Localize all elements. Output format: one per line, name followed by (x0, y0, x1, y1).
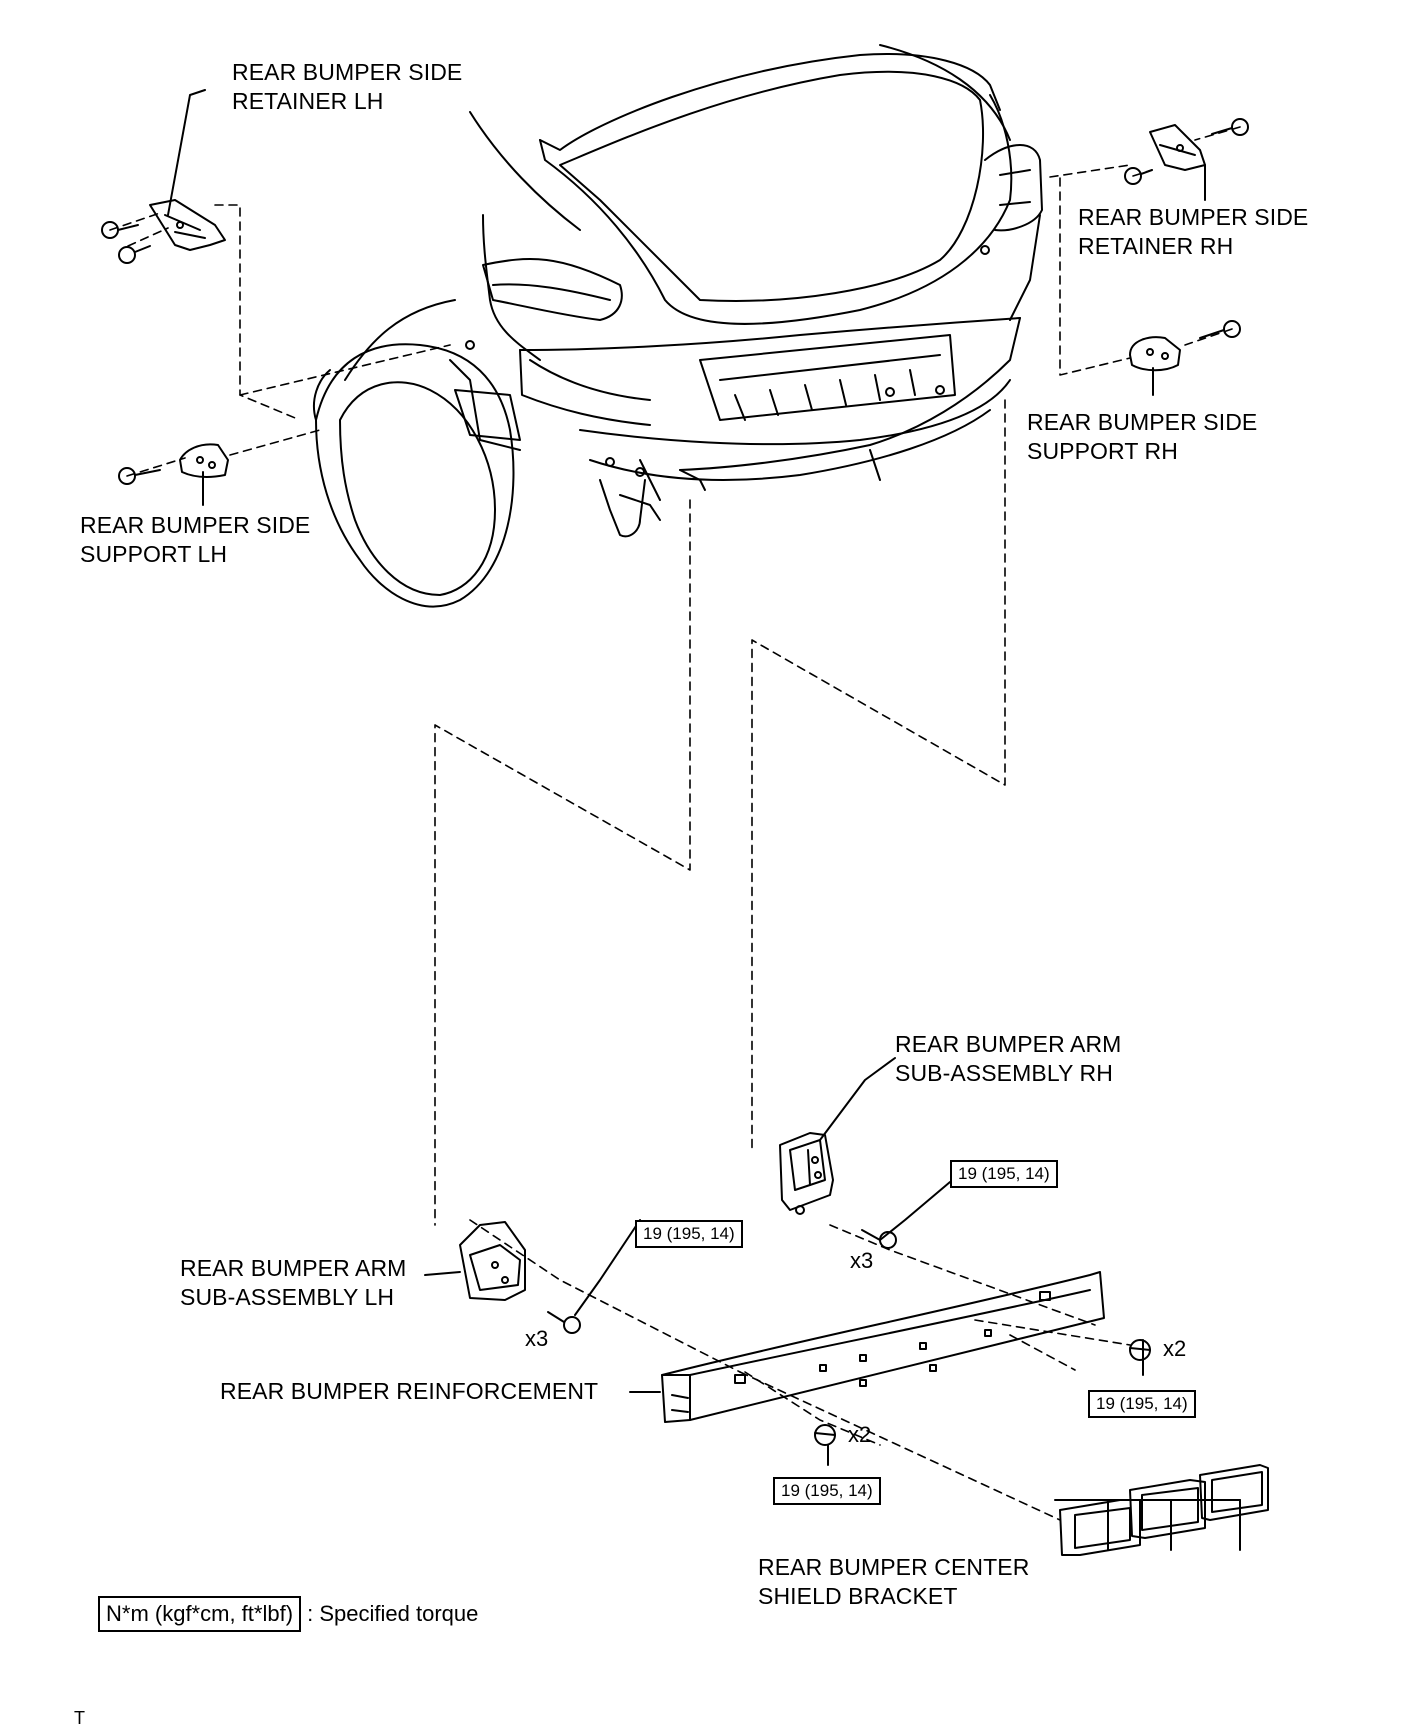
label-line: SUPPORT LH (80, 541, 228, 567)
label-side-support-rh: REAR BUMPER SIDE SUPPORT RH (1027, 408, 1257, 466)
side-retainer-rh-part (1149, 124, 1206, 171)
footer-code: T (74, 1708, 85, 1728)
label-line: REAR BUMPER SIDE (80, 512, 311, 538)
label-side-retainer-rh: REAR BUMPER SIDE RETAINER RH (1078, 203, 1308, 261)
torque-box-arm-rh: 19 (195, 14) (950, 1160, 1058, 1188)
label-arm-lh: REAR BUMPER ARM SUB-ASSEMBLY LH (180, 1254, 406, 1312)
label-side-retainer-lh: REAR BUMPER SIDE RETAINER LH (232, 58, 462, 116)
label-arm-rh: REAR BUMPER ARM SUB-ASSEMBLY RH (895, 1030, 1121, 1088)
qty-arm-lh-bolts: x3 (525, 1326, 549, 1351)
legend-text: : Specified torque (307, 1601, 479, 1626)
label-line: RETAINER RH (1078, 233, 1234, 259)
label-line: SUPPORT RH (1027, 438, 1178, 464)
label-line: REAR BUMPER CENTER (758, 1554, 1030, 1580)
label-line: SUB-ASSEMBLY LH (180, 1284, 395, 1310)
label-reinforcement: REAR BUMPER REINFORCEMENT (220, 1378, 599, 1404)
label-center-shield: REAR BUMPER CENTER SHIELD BRACKET (758, 1553, 1029, 1611)
screw-support-lh (118, 467, 161, 485)
nuts-right (1129, 1339, 1151, 1361)
label-line: SUB-ASSEMBLY RH (895, 1060, 1113, 1086)
bolt-arm-rh (861, 1229, 897, 1249)
label-line: SHIELD BRACKET (758, 1583, 958, 1609)
label-line: REAR BUMPER SIDE (1027, 409, 1258, 435)
screw-retainer-lh-2 (118, 245, 151, 264)
arm-rh-part (779, 1132, 834, 1215)
torque-box-nut-center: 19 (195, 14) (773, 1477, 881, 1505)
screw-support-rh (1199, 320, 1241, 339)
vehicle-rear-body (312, 44, 1043, 608)
nuts-center (814, 1424, 836, 1446)
assembly-lines (109, 126, 1241, 1521)
label-line: REAR BUMPER SIDE (1078, 204, 1309, 230)
torque-legend: N*m (kgf*cm, ft*lbf) : Specified torque (98, 1596, 478, 1632)
reinforcement-part (661, 1271, 1105, 1423)
qty-nuts-right: x2 (1163, 1336, 1187, 1361)
screw-retainer-rh-2 (1124, 167, 1153, 185)
qty-arm-rh-bolts: x3 (850, 1248, 874, 1273)
center-shield-part (1059, 1464, 1269, 1556)
qty-nuts-center: x2 (848, 1422, 872, 1447)
label-side-support-lh: REAR BUMPER SIDE SUPPORT LH (80, 511, 310, 569)
torque-box-arm-lh: 19 (195, 14) (635, 1220, 743, 1248)
bolt-arm-lh (547, 1311, 581, 1334)
screw-retainer-rh-1 (1211, 118, 1249, 136)
legend-unit-box: N*m (kgf*cm, ft*lbf) (98, 1596, 302, 1632)
label-line: REAR BUMPER ARM (180, 1255, 407, 1281)
torque-box-nut-right: 19 (195, 14) (1088, 1390, 1196, 1418)
leader-lines (167, 89, 1241, 1551)
side-support-lh-part (179, 443, 229, 478)
arm-lh-part (459, 1221, 526, 1301)
screw-retainer-lh-1 (101, 221, 139, 239)
label-line: RETAINER LH (232, 88, 384, 114)
label-line: REAR BUMPER ARM (895, 1031, 1122, 1057)
label-line: REAR BUMPER SIDE (232, 59, 463, 85)
side-retainer-lh-part (149, 199, 226, 251)
side-support-rh-part (1129, 336, 1181, 372)
